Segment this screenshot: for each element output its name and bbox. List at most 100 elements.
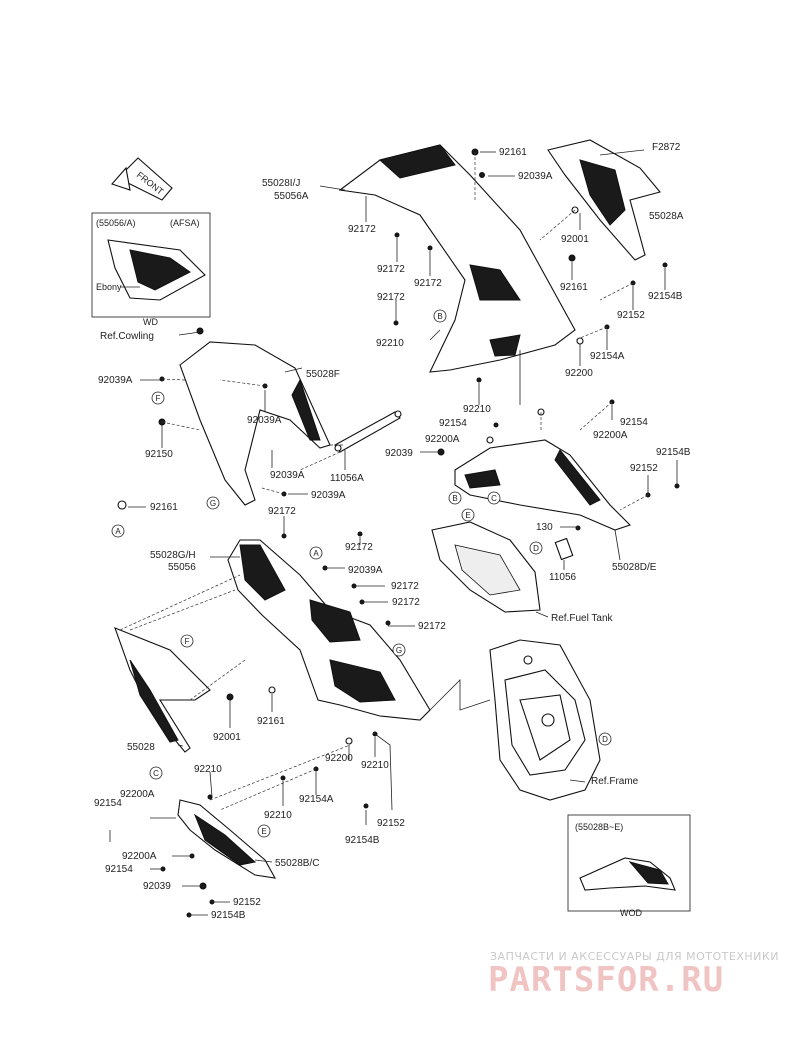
label-55028gh: 55028G/H (150, 550, 196, 561)
label-92161-top: 92161 (499, 147, 527, 158)
inset-afsa: (55056/A) (AFSA) Ebony WD (91, 212, 211, 327)
label-92172-g: 92172 (391, 581, 419, 592)
ref-marker-g-mid: G (206, 496, 220, 510)
label-92152-b2: 92152 (233, 897, 261, 908)
label-55028: 55028 (127, 742, 155, 753)
ref-marker-e-right: E (461, 508, 475, 522)
label-92039-b: 92039 (143, 881, 171, 892)
main-fairing (227, 539, 431, 721)
label-92200a-b2: 92200A (122, 851, 157, 862)
ref-marker-e-lower: E (257, 824, 271, 838)
label-92154b-b: 92154B (345, 835, 380, 846)
inset-afsa-part-ref: (55056/A) (96, 218, 136, 228)
bracket-11056a (334, 410, 402, 453)
label-92039a-p: 92039A (348, 565, 383, 576)
ref-marker-a-left: A (111, 524, 125, 538)
inner-panel-55028a (547, 139, 661, 261)
label-92161-mid: 92161 (560, 282, 588, 293)
label-55028de: 55028D/E (612, 562, 657, 573)
ref-marker-c-lower: C (149, 766, 163, 780)
label-92172-a: 92172 (348, 224, 376, 235)
label-92039: 92039 (385, 448, 413, 459)
label-92154-m: 92154 (439, 418, 467, 429)
label-92172-i: 92172 (418, 621, 446, 632)
label-92150: 92150 (145, 449, 173, 460)
label-92200a-r2: 92200A (593, 430, 628, 441)
panel-55028 (114, 627, 211, 753)
upper-cowl (338, 144, 576, 373)
label-92210-m: 92210 (463, 404, 491, 415)
label-92152-b: 92152 (377, 818, 405, 829)
svg-text:A: A (115, 527, 121, 536)
svg-text:B: B (452, 494, 457, 503)
label-92154b-r3: 92154B (656, 447, 691, 458)
label-92200-b: 92200 (325, 753, 353, 764)
label-92154-r2: 92154 (620, 417, 648, 428)
svg-text:C: C (491, 494, 497, 503)
lower-panel-55028de (454, 439, 632, 531)
svg-text:D: D (602, 735, 608, 744)
inset-afsa-ebony-panel (129, 249, 191, 291)
label-55028a: 55028A (649, 211, 684, 222)
label-92210-b2: 92210 (264, 810, 292, 821)
svg-text:G: G (396, 646, 402, 655)
svg-text:C: C (153, 769, 159, 778)
label-92001-top: 92001 (561, 234, 589, 245)
label-92039a-top: 92039A (518, 171, 553, 182)
label-92172-d: 92172 (377, 292, 405, 303)
label-55056a-top: 55056A (274, 191, 309, 202)
label-55056: 55056 (168, 562, 196, 573)
inset-afsa-frame (91, 212, 211, 318)
side-panel-55028f (179, 341, 331, 506)
ref-marker-d-frame: D (598, 732, 612, 746)
label-92172-b: 92172 (377, 264, 405, 275)
label-92161-b: 92161 (257, 716, 285, 727)
belly-panel-55028bc (177, 799, 277, 879)
label-92161-l: 92161 (150, 502, 178, 513)
label-ref-frame: Ref.Frame (591, 776, 639, 787)
label-92154-b2: 92154 (105, 864, 133, 875)
label-92172-f: 92172 (345, 542, 373, 553)
callout-labels: 92161 55028I/J 55056A 92039A F2872 55028… (94, 142, 691, 921)
svg-text:E: E (465, 511, 470, 520)
frame-ref (489, 639, 601, 801)
label-92039a-o: 92039A (311, 490, 346, 501)
label-92154b-r1: 92154B (648, 291, 683, 302)
label-92210-b3: 92210 (361, 760, 389, 771)
inset-afsa-model: WD (143, 317, 158, 327)
ref-marker-a-mid: A (309, 546, 323, 560)
ref-marker-f-lower: F (180, 634, 194, 648)
label-92200a-b: 92200A (120, 789, 155, 800)
label-92152-r1: 92152 (617, 310, 645, 321)
label-92154a-b: 92154A (299, 794, 334, 805)
inset-afsa-option: (AFSA) (170, 218, 200, 228)
ref-marker-d-right: D (529, 541, 543, 555)
label-55028f: 55028F (306, 369, 340, 380)
label-92210-t: 92210 (376, 338, 404, 349)
label-55028ij: 55028I/J (262, 178, 300, 189)
inset-wod-model: WOD (620, 908, 642, 918)
label-92154b-b2: 92154B (211, 910, 246, 921)
inset-afsa-color: Ebony (96, 282, 122, 292)
label-92152-r3: 92152 (630, 463, 658, 474)
inset-wod: (55028B~E) WOD (567, 814, 691, 918)
label-130: 130 (536, 522, 553, 533)
fuel-tank-ref (431, 521, 541, 613)
inset-wod-frame (567, 814, 691, 912)
ref-marker-f-mid: F (151, 391, 165, 405)
label-92172-c: 92172 (414, 278, 442, 289)
ref-marker-b-right: B (448, 491, 462, 505)
watermark-logo: PARTSFOR.RU (488, 960, 725, 1000)
svg-text:E: E (261, 827, 266, 836)
label-92172-e: 92172 (268, 506, 296, 517)
leader-lines (109, 149, 678, 916)
label-92172-h: 92172 (392, 597, 420, 608)
fasteners (117, 148, 680, 918)
label-92200a-m: 92200A (425, 434, 460, 445)
svg-text:F: F (156, 394, 161, 403)
label-ref-fuel-tank: Ref.Fuel Tank (551, 613, 614, 624)
label-92154-b: 92154 (94, 798, 122, 809)
label-92039a-l: 92039A (98, 375, 133, 386)
label-92210-b1: 92210 (194, 764, 222, 775)
